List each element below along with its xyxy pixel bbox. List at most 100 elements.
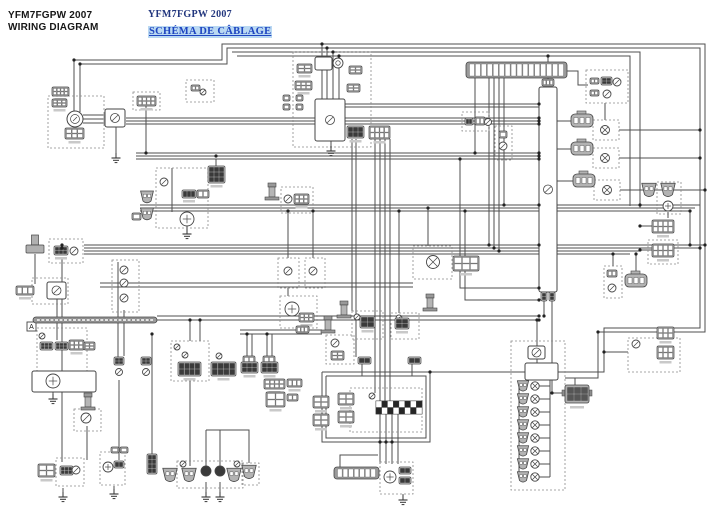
dashed-outline-box xyxy=(185,79,215,103)
connector xyxy=(295,325,310,334)
pin-connector xyxy=(240,361,259,378)
pin-connector xyxy=(398,476,412,485)
section-marker: A xyxy=(26,321,37,332)
connector xyxy=(265,391,286,412)
junction-dot xyxy=(688,209,692,213)
connector xyxy=(190,84,201,92)
pod-connector xyxy=(660,182,676,197)
pod-connector xyxy=(516,380,530,392)
junction-dot xyxy=(337,54,341,58)
dashed-outline-box xyxy=(351,310,384,340)
fuse-strip xyxy=(333,466,380,480)
junction-dot xyxy=(397,209,401,213)
connector xyxy=(295,94,304,102)
sensor-bolt-icon xyxy=(422,293,438,312)
pin-connector xyxy=(407,356,422,365)
junction-dot xyxy=(688,243,692,247)
pod-connector xyxy=(162,467,178,482)
unit-box xyxy=(31,370,97,393)
dashed-outline-box xyxy=(510,340,566,491)
junction-dot xyxy=(535,318,539,322)
title-fr-line2: SCHÉMA DE CÂBLAGE xyxy=(148,25,273,38)
title-model-line1: YFM7FGPW 2007 xyxy=(8,10,93,21)
bulb-icon xyxy=(530,407,540,417)
dashed-outline-box xyxy=(647,239,679,265)
junction-dot xyxy=(542,314,546,318)
junction-dot xyxy=(537,157,541,161)
junction-dot xyxy=(473,151,477,155)
junction-dot xyxy=(286,209,290,213)
junction-dot xyxy=(638,224,642,228)
bulb-icon xyxy=(600,125,610,135)
device-circle xyxy=(353,313,361,321)
junction-dot xyxy=(537,286,541,290)
pod-connector xyxy=(226,467,242,482)
dashed-outline-box xyxy=(494,125,513,161)
lamp-connector xyxy=(570,138,594,156)
pin-connector xyxy=(398,466,412,475)
ground-icon xyxy=(398,495,408,506)
device-circle xyxy=(102,461,114,473)
device-circle xyxy=(233,460,241,468)
device-circle xyxy=(45,373,61,389)
junction-dot xyxy=(537,119,541,123)
unit-box xyxy=(524,362,559,381)
pod-connector xyxy=(140,190,154,204)
device-circle xyxy=(631,339,641,349)
junction-dot xyxy=(546,54,550,58)
bulb-icon xyxy=(600,153,610,163)
junction-dot xyxy=(537,151,541,155)
connector xyxy=(196,189,210,199)
lamp-connector xyxy=(572,170,596,188)
pod-connector xyxy=(516,432,530,444)
wire xyxy=(206,429,250,463)
connector xyxy=(110,446,120,454)
connector xyxy=(498,130,508,139)
pod-connector xyxy=(181,467,197,482)
dashed-outline-box xyxy=(592,147,620,169)
device-circle xyxy=(115,368,123,376)
multi-pin-strip xyxy=(375,400,423,415)
pod-connector xyxy=(516,393,530,405)
junction-dot xyxy=(537,116,541,120)
junction-dot xyxy=(611,252,615,256)
dashed-outline-box xyxy=(627,337,681,373)
svg-text:A: A xyxy=(29,324,34,331)
pin-connector xyxy=(540,291,548,302)
ground-icon xyxy=(111,153,121,164)
connector xyxy=(119,446,129,454)
junction-dot xyxy=(634,252,638,256)
device-circle xyxy=(283,194,293,204)
dashed-outline-box xyxy=(111,259,140,313)
fuse-strip xyxy=(32,316,158,324)
lamp-connector xyxy=(570,110,594,128)
bulb-icon xyxy=(530,459,540,469)
junction-dot xyxy=(698,128,702,132)
device-circle xyxy=(332,57,344,69)
magneto-icon xyxy=(66,110,84,128)
junction-dot xyxy=(311,209,315,213)
device-circle xyxy=(498,141,508,151)
connector xyxy=(656,326,675,344)
junction-dot xyxy=(537,243,541,247)
device-circle xyxy=(179,460,187,468)
dashed-outline-box xyxy=(176,460,244,489)
connector xyxy=(64,127,85,144)
connector xyxy=(286,393,299,402)
junction-dot xyxy=(537,154,541,158)
dashed-outline-box xyxy=(132,91,161,111)
connector xyxy=(282,103,291,111)
junction-dot xyxy=(638,248,642,252)
device-circle xyxy=(71,465,81,475)
junction-dot xyxy=(60,246,64,250)
pin-connector xyxy=(210,361,237,381)
junction-dot xyxy=(497,249,501,253)
dashed-outline-box xyxy=(48,238,84,264)
connector xyxy=(298,312,315,327)
wire xyxy=(74,43,706,379)
connector xyxy=(541,78,555,87)
pin-connector xyxy=(357,356,372,365)
junction-dot xyxy=(550,391,554,395)
junction-dot xyxy=(72,58,76,62)
connector xyxy=(606,269,618,278)
